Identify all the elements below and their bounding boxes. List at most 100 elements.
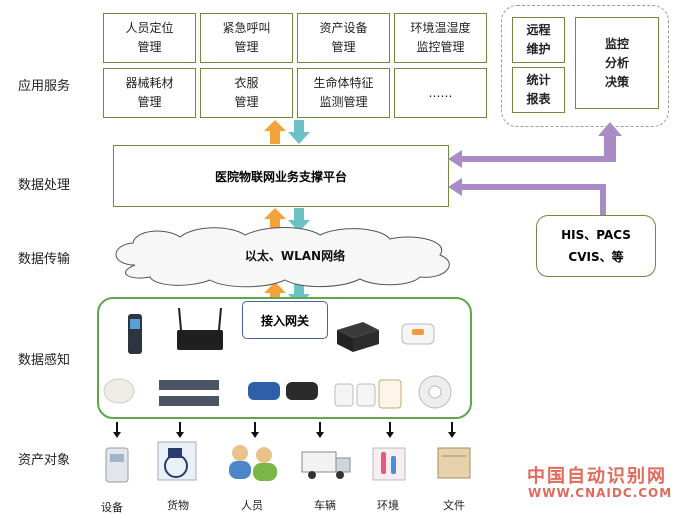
object-arrow-document	[448, 422, 456, 438]
document-icon	[437, 447, 471, 479]
box-top	[337, 322, 379, 338]
label-roll-icon	[418, 375, 452, 409]
box-side	[337, 330, 353, 352]
handheld-reader-icon	[128, 314, 142, 354]
app-emergency-call: 紧急呼叫 管理	[200, 13, 293, 63]
mgmt-monitor-decision: 监控 分析 决策	[575, 17, 659, 109]
wheelchair-icon	[157, 441, 197, 481]
app-instrument-consumables: 器械耗材 管理	[103, 68, 196, 118]
truck-wheel-2	[336, 471, 344, 479]
badge-3	[378, 379, 402, 409]
machine-body	[105, 447, 129, 483]
truck-cab	[335, 457, 351, 473]
app-clothing: 衣服 管理	[200, 68, 293, 118]
wristband-dark	[286, 382, 318, 400]
badge-tags-icon	[334, 379, 402, 409]
app-vital-signs: 生命体特征 监测管理	[297, 68, 390, 118]
equipment-icon	[105, 447, 129, 483]
wristband-icon	[248, 382, 318, 400]
app-more: ……	[394, 68, 487, 118]
layer-label-transmission: 数据传输	[18, 252, 71, 267]
env-frame	[372, 447, 406, 481]
app-label: 资产设备 管理	[319, 21, 368, 54]
box-front	[353, 330, 379, 352]
management-group	[501, 5, 669, 127]
down-arrow	[288, 120, 310, 144]
app-label: 人员定位 管理	[125, 21, 174, 54]
metal-tag-bottom	[159, 396, 219, 406]
badge-1	[334, 383, 354, 407]
up-arrow	[264, 120, 286, 144]
purple-arrow-mgmt	[448, 122, 622, 168]
object-arrow-equipment	[113, 422, 121, 438]
up-arrow	[264, 282, 286, 306]
object-label-environment: 环境	[377, 499, 399, 512]
person-head-2	[256, 447, 272, 463]
layer-label-processing: 数据处理	[18, 178, 71, 193]
layer-label-sensing: 数据感知	[18, 353, 71, 368]
environment-icon	[372, 447, 406, 481]
object-label-cargo: 货物	[167, 499, 189, 512]
mgmt-statistics-report: 统计 报表	[512, 67, 565, 113]
object-arrows	[113, 422, 456, 438]
antenna-right	[218, 307, 222, 331]
badge-2	[356, 383, 376, 407]
app-environment-monitor: 环境温湿度 监控管理	[394, 13, 487, 63]
object-label-vehicle: 车辆	[314, 499, 336, 512]
watermark-cn: 中国自动识别网	[527, 466, 667, 487]
router-body	[177, 330, 223, 350]
metal-tag-icon	[159, 380, 219, 406]
gateway-box: 接入网关	[242, 301, 328, 339]
purple-connectors	[448, 122, 622, 215]
wheelchair-seat	[168, 448, 182, 458]
app-personnel-location: 人员定位 管理	[103, 13, 196, 63]
person-body-1	[229, 461, 251, 479]
object-label-equipment: 设备	[101, 501, 123, 514]
vehicle-icon	[301, 451, 351, 479]
thermo-2	[391, 456, 396, 474]
person-body-2	[253, 463, 277, 481]
down-arrow	[288, 208, 310, 232]
object-label-personnel: 人员	[241, 499, 263, 512]
mgmt-label: 远程 维护	[526, 23, 551, 56]
reader-device-icon	[337, 322, 379, 352]
object-arrow-cargo	[176, 422, 184, 438]
disc	[103, 378, 135, 404]
truck-cargo	[301, 451, 337, 473]
reader-screen	[130, 319, 140, 329]
mgmt-label: 统计 报表	[526, 73, 551, 106]
roll-inner	[428, 385, 442, 399]
tag-button	[412, 329, 424, 335]
mgmt-label: 监控 分析 决策	[604, 36, 629, 89]
app-label: 器械耗材 管理	[125, 76, 174, 109]
cloud-shape	[115, 227, 450, 288]
app-label: 紧急呼叫 管理	[222, 21, 271, 54]
layer-label-objects: 资产对象	[18, 453, 71, 468]
app-asset-equipment: 资产设备 管理	[297, 13, 390, 63]
layer-label-application: 应用服务	[18, 79, 71, 94]
disc-tag-icon	[103, 378, 135, 404]
app-label: ……	[428, 85, 453, 100]
object-arrow-environment	[386, 422, 394, 438]
platform-label: 医院物联网业务支撑平台	[214, 169, 347, 184]
network-cloud	[115, 227, 450, 288]
watermark-url: WWW.CNAIDC.COM	[528, 486, 673, 500]
gateway-label: 接入网关	[260, 313, 309, 328]
truck-wheel-1	[308, 471, 316, 479]
network-label: 以太、WLAN网络	[244, 249, 346, 263]
arrow-pair-platform-network	[264, 208, 310, 232]
purple-arrow-his	[448, 178, 606, 215]
router-icon	[177, 307, 223, 350]
app-label: 生命体特征 监测管理	[313, 76, 374, 109]
app-label: 衣服 管理	[234, 76, 259, 109]
mgmt-remote-maintenance: 远程 维护	[512, 17, 565, 63]
object-label-document: 文件	[443, 499, 465, 512]
alarm-tag-icon	[401, 323, 435, 345]
arrow-pair-app-platform	[264, 120, 310, 144]
platform-box: 医院物联网业务支撑平台	[113, 145, 449, 207]
object-arrow-personnel	[251, 422, 259, 438]
antenna-left	[178, 307, 182, 331]
metal-tag-top	[159, 380, 219, 390]
his-pacs-box: HIS、PACS CVIS、等	[536, 215, 656, 277]
person-head-1	[232, 445, 248, 461]
